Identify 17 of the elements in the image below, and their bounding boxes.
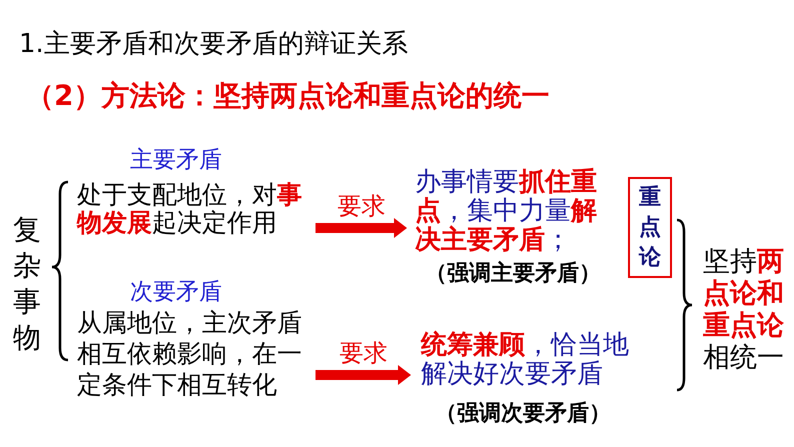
framed-label: 重点论 [628,177,672,278]
requirement-text: 统筹兼顾，恰当地解决好次要矛盾 [421,331,630,389]
title: 1.主要矛盾和次要矛盾的辩证关系 [19,28,408,60]
requirement-text: 办事情要抓住重点，集中力量解决主要矛盾； [415,168,598,255]
edge-label: 要求 [339,340,388,366]
branch-description: 从属地位，主次矛盾相互依赖影响，在一定条件下相互转化 [77,307,303,400]
emphasis-note: （强调主要矛盾） [425,260,601,286]
conclusion-text: 坚持两点论和重点论相统一 [703,246,792,374]
arrow [316,218,407,238]
branch-heading: 主要矛盾 [130,146,222,174]
branch-description: 处于支配地位，对事物发展起决定作用 [77,181,303,237]
emphasis-note: （强调次要矛盾） [435,400,611,426]
subtitle: （2）方法论：坚持两点论和重点论的统一 [26,80,550,112]
topic-label: 复杂事物 [13,212,44,356]
arrow [316,365,411,385]
edge-label: 要求 [337,193,386,219]
branch-heading: 次要矛盾 [130,278,222,306]
